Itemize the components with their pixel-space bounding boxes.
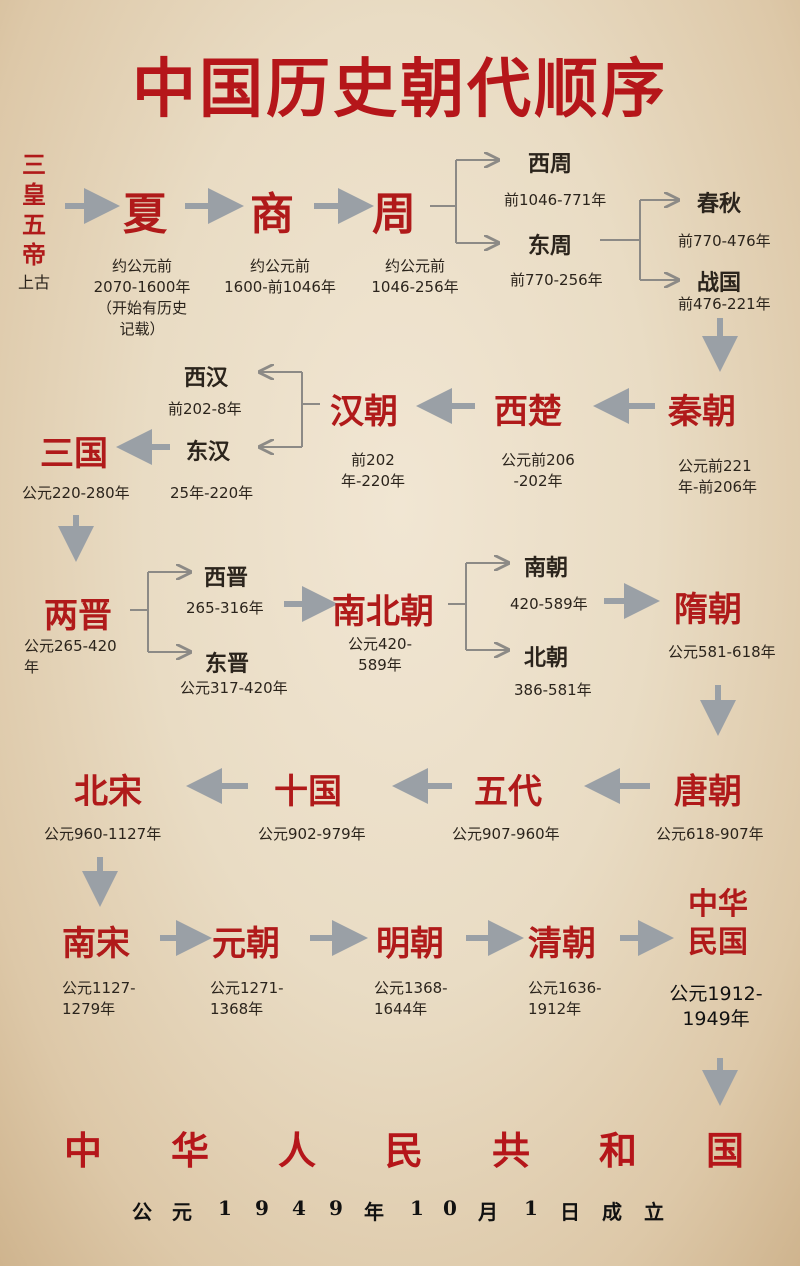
dynasty-wudai: 五代 [474, 772, 542, 812]
xichu-dates: 公元前206 -202年 [501, 451, 575, 490]
dynasty-han: 汉朝 [330, 392, 398, 432]
est-char: 0 [443, 1196, 457, 1220]
dynasty-shiguo: 十国 [274, 772, 342, 812]
roc-name-1: 中华 [688, 887, 748, 922]
page-title: 中国历史朝代顺序 [132, 52, 668, 127]
zhou-dates: 约公元前 1046-256年 [371, 257, 459, 296]
est-char: 成 [602, 1200, 622, 1224]
sui-date: 公元581-618年 [668, 643, 776, 661]
sanguo-date: 公元220-280年 [22, 484, 130, 502]
sanhuang-wudi: 三 皇 五 帝 上古 [14, 150, 54, 293]
est-char: 1 [410, 1196, 424, 1220]
prc-char: 共 [492, 1128, 531, 1173]
est-char: 4 [292, 1196, 306, 1220]
shiguo-date: 公元902-979年 [258, 825, 366, 843]
qing-dates: 公元1636- 1912年 [528, 979, 602, 1018]
bracket-han [301, 372, 320, 447]
prc-char: 民 [385, 1128, 424, 1173]
dynasty-beichao: 北朝 [524, 645, 569, 671]
dynasty-ming: 明朝 [376, 924, 444, 964]
est-char: 9 [255, 1196, 269, 1220]
nanchao-date: 420-589年 [510, 595, 588, 613]
dynasty-nanchao: 南朝 [524, 555, 569, 581]
dynasty-nanbeichao: 南北朝 [332, 592, 434, 632]
beichao-date: 386-581年 [514, 681, 592, 699]
yuan-dates: 公元1271- 1368年 [210, 979, 284, 1018]
dongjin-date: 公元317-420年 [180, 679, 288, 697]
dynasty-dongjin: 东晋 [205, 651, 250, 677]
dynasty-zhou: 周 [372, 189, 416, 240]
est-char: 公 [132, 1200, 152, 1224]
dongzhou-date: 前770-256年 [510, 271, 603, 289]
dynasty-qing: 清朝 [528, 924, 596, 964]
roc-dates: 公元1912- 1949年 [669, 983, 763, 1030]
dynasty-sanguo: 三国 [40, 434, 108, 474]
dynasty-xizhou: 西周 [528, 151, 573, 177]
ming-dates: 公元1368- 1644年 [374, 979, 448, 1018]
dynasty-beisong: 北宋 [74, 772, 142, 812]
xia-dates: 约公元前 2070-1600年 （开始有历史 记载） [93, 257, 191, 338]
dynasty-xichu: 西楚 [494, 392, 562, 432]
dynasty-roc: 中华 民国 [668, 886, 768, 962]
zhanguo-date: 前476-221年 [678, 295, 771, 313]
xihan-date: 前202-8年 [168, 400, 242, 418]
prc-char: 和 [599, 1128, 638, 1173]
dynasty-qin: 秦朝 [668, 392, 736, 432]
est-char: 立 [644, 1200, 664, 1224]
est-char: 月 [478, 1200, 498, 1224]
tang-date: 公元618-907年 [656, 825, 764, 843]
est-char: 元 [172, 1200, 192, 1224]
sanhuang-char: 三 [22, 150, 46, 179]
chunqiu-date: 前770-476年 [678, 232, 771, 250]
liangjin-dates: 公元265-420 年 [24, 637, 117, 676]
prc-char: 华 [171, 1128, 210, 1173]
sanhuang-char: 帝 [22, 240, 46, 269]
bracket-nanbei [448, 563, 467, 650]
xijin-date: 265-316年 [186, 599, 264, 617]
dynasty-dongzhou: 东周 [528, 233, 573, 259]
dynasty-donghan: 东汉 [186, 439, 231, 465]
xizhou-date: 前1046-771年 [504, 191, 607, 209]
bracket-dongzhou [600, 200, 641, 280]
dynasty-shang: 商 [250, 189, 294, 240]
est-char: 1 [524, 1196, 538, 1220]
dynasty-chunqiu: 春秋 [697, 191, 742, 217]
sanhuang-char: 皇 [22, 180, 46, 209]
est-char: 9 [329, 1196, 343, 1220]
han-dates: 前202 年-220年 [340, 451, 406, 490]
shang-dates: 约公元前 1600-前1046年 [224, 257, 336, 296]
prc-char: 中 [64, 1128, 103, 1173]
sanhuang-sub: 上古 [17, 273, 50, 292]
est-char: 日 [560, 1200, 580, 1224]
dynasty-zhanguo: 战国 [697, 270, 742, 296]
est-char: 年 [364, 1200, 384, 1224]
bracket-liangjin [130, 572, 149, 652]
wudai-date: 公元907-960年 [452, 825, 560, 843]
nansong-dates: 公元1127- 1279年 [62, 979, 136, 1018]
dynasty-sui: 隋朝 [674, 590, 742, 630]
dynasty-xihan: 西汉 [184, 365, 229, 391]
prc-char: 人 [278, 1128, 317, 1173]
roc-name-2: 民国 [688, 925, 748, 960]
dynasty-tang: 唐朝 [674, 772, 742, 812]
sanhuang-char: 五 [22, 210, 46, 239]
dynasty-xijin: 西晋 [204, 565, 249, 591]
dynasty-nansong: 南宋 [62, 924, 130, 964]
dynasty-liangjin: 两晋 [44, 596, 112, 636]
qin-dates: 公元前221 年-前206年 [678, 457, 758, 496]
nanbei-dates: 公元420- 589年 [347, 635, 413, 674]
dynasty-yuan: 元朝 [212, 924, 280, 964]
dynasty-xia: 夏 [123, 189, 167, 240]
est-char: 1 [218, 1196, 232, 1220]
donghan-date: 25年-220年 [170, 484, 254, 502]
prc-char: 国 [706, 1128, 745, 1173]
bracket-zhou [430, 160, 457, 243]
beisong-date: 公元960-1127年 [44, 825, 162, 843]
